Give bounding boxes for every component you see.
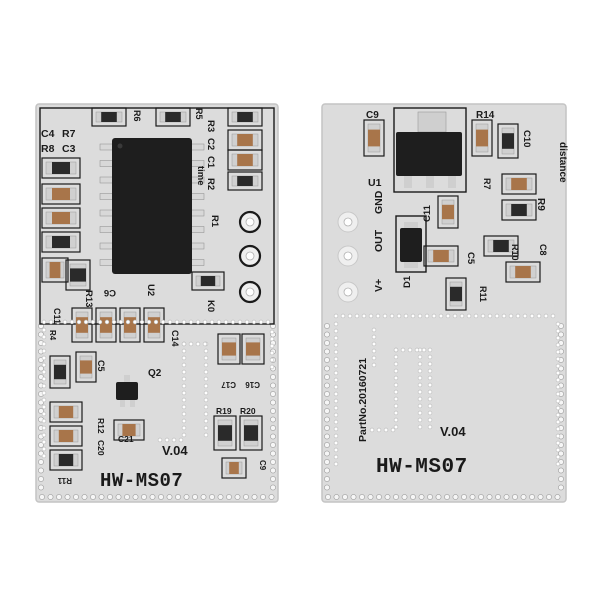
- right-model-label: HW-MS07: [376, 456, 468, 479]
- left-board: C4 R7 R8 C3 R6 R5 R3 C2 C1 R2 time R1 K0…: [35, 103, 279, 503]
- ref-r6: R6: [132, 110, 142, 122]
- ref-c2: C2: [205, 138, 216, 150]
- ref-r8: R8: [41, 143, 55, 155]
- ref-c6: C6: [104, 287, 116, 298]
- ref-r-r7: R7: [482, 178, 492, 190]
- ref-c5: C5: [96, 360, 106, 372]
- ref-r-c8: C8: [538, 244, 548, 256]
- ref-c21: C21: [118, 434, 134, 444]
- right-board: C9 R14 C10 U1 distance R9 R7 GND OUT V+ …: [321, 103, 568, 503]
- ref-c9: C9: [258, 460, 267, 471]
- ref-time: time: [195, 166, 206, 186]
- ref-r-distance: distance: [557, 142, 568, 183]
- ref-r-d1: D1: [402, 275, 413, 288]
- ref-r-vplus: V+: [373, 279, 385, 292]
- u2-chip: [99, 138, 205, 274]
- ref-r2: R2: [205, 178, 216, 190]
- ref-r-gnd: GND: [373, 190, 385, 214]
- d1-diode: [395, 215, 427, 273]
- ref-r19: R19: [216, 406, 232, 416]
- ref-c16: C16: [245, 380, 260, 389]
- ref-c17: C17: [221, 380, 236, 389]
- ref-r-c5: C5: [465, 252, 476, 265]
- ref-c20: C20: [96, 440, 106, 456]
- ref-r-r9: R9: [535, 198, 546, 211]
- ref-r-c11: C11: [422, 204, 433, 222]
- left-model-label: HW-MS07: [100, 470, 183, 492]
- ref-c3: C3: [62, 143, 76, 155]
- ref-c1: C1: [205, 156, 216, 169]
- left-antenna-vias: [41, 319, 275, 459]
- ref-r-u1: U1: [368, 177, 382, 189]
- right-antenna-vias: [333, 313, 561, 467]
- ref-r12: R12: [96, 418, 106, 434]
- q2-transistor: [116, 375, 138, 407]
- ref-r1: R1: [209, 215, 220, 228]
- ref-k0: K0: [205, 300, 216, 312]
- ref-u2: U2: [145, 284, 156, 296]
- right-part-no: PartNo.20160721: [357, 358, 369, 442]
- left-header-pads: [238, 210, 262, 304]
- ref-q2: Q2: [148, 368, 162, 379]
- ref-r11: R11: [57, 476, 72, 485]
- ref-c14: C14: [170, 330, 180, 347]
- right-version: V.04: [440, 424, 466, 439]
- ref-r7: R7: [62, 128, 76, 140]
- ref-r13: R13: [83, 290, 94, 307]
- ref-r-r11: R11: [478, 286, 488, 302]
- u1-regulator: [393, 107, 467, 193]
- ref-r-r14: R14: [476, 110, 495, 121]
- ref-r-out: OUT: [373, 229, 385, 252]
- left-version: V.04: [162, 443, 188, 458]
- ref-r5: R5: [194, 108, 204, 120]
- ref-r-c10: C10: [521, 130, 532, 147]
- ref-r-c9: C9: [366, 110, 379, 121]
- ref-r3: R3: [205, 120, 216, 132]
- right-board-body: [321, 103, 567, 503]
- ref-r4: R4: [48, 330, 57, 341]
- ref-c11: C11: [52, 308, 62, 324]
- left-board-body: [35, 103, 279, 503]
- ref-r-r10: R10: [510, 244, 520, 261]
- ref-r20: R20: [240, 406, 256, 416]
- right-header-pads: [337, 211, 359, 303]
- ref-c4: C4: [41, 128, 55, 140]
